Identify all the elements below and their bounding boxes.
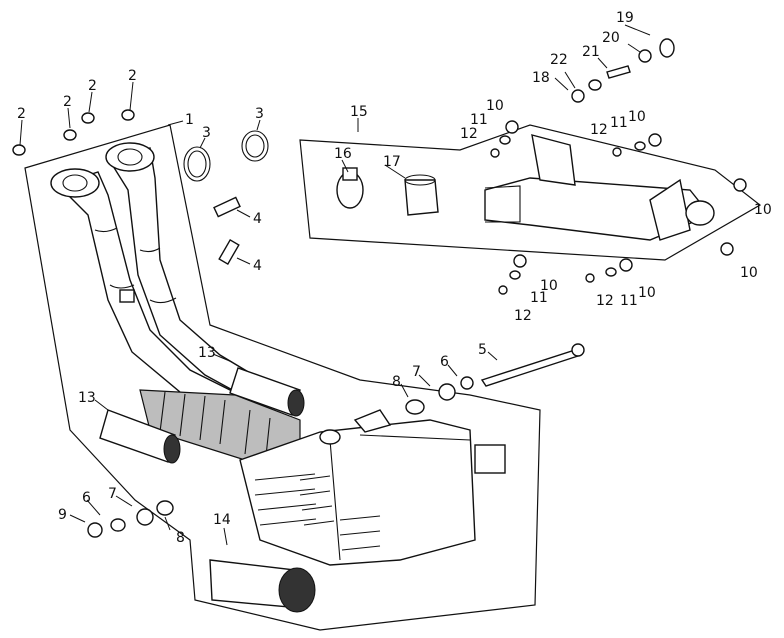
callout-12: 12 <box>596 293 614 309</box>
sleeve-17 <box>404 174 439 216</box>
clamp-16 <box>336 167 364 209</box>
callout-7: 7 <box>412 364 421 380</box>
callout-10: 10 <box>628 109 646 125</box>
callout-22: 22 <box>550 52 568 68</box>
callout-11: 11 <box>620 293 638 309</box>
main-assembly-frame <box>24 124 541 631</box>
mount-bolt-set-upper <box>405 343 585 415</box>
callout-16: 16 <box>334 146 352 162</box>
callout-5: 5 <box>478 342 487 358</box>
callout-12: 12 <box>514 308 532 324</box>
nuts-2 <box>12 109 135 156</box>
callout-13: 13 <box>78 390 96 406</box>
rear-silencer <box>484 134 715 241</box>
callout-11: 11 <box>610 115 628 131</box>
callout-10: 10 <box>486 98 504 114</box>
callout-2: 2 <box>63 94 72 110</box>
sensors-4 <box>213 196 241 265</box>
callout-7: 7 <box>108 486 117 502</box>
callout-21: 21 <box>582 44 600 60</box>
callout-8: 8 <box>392 374 401 390</box>
callout-6: 6 <box>440 354 449 370</box>
callout-20: 20 <box>602 30 620 46</box>
callout-13: 13 <box>198 345 216 361</box>
callout-9: 9 <box>58 507 67 523</box>
callout-11: 11 <box>530 290 548 306</box>
callout-12: 12 <box>590 122 608 138</box>
callout-18: 18 <box>532 70 550 86</box>
callout-8: 8 <box>176 530 185 546</box>
upper-hardware-18-22 <box>571 38 675 103</box>
callout-2: 2 <box>17 106 26 122</box>
callout-15: 15 <box>350 104 368 120</box>
callout-3: 3 <box>255 106 264 122</box>
callout-2: 2 <box>88 78 97 94</box>
callout-10: 10 <box>754 202 772 218</box>
main-silencer-body <box>239 409 506 566</box>
heat-shield-13-lower <box>99 409 181 464</box>
callout-labels: 1 2 2 2 2 3 3 4 4 5 6 7 8 6 7 8 9 13 13 … <box>17 10 772 546</box>
silencer-hardware <box>490 120 747 295</box>
leader-lines <box>19 24 651 546</box>
callout-10: 10 <box>540 278 558 294</box>
callout-4: 4 <box>253 211 262 227</box>
callout-11: 11 <box>470 112 488 128</box>
callout-17: 17 <box>383 154 401 170</box>
callout-1: 1 <box>185 112 194 128</box>
callout-2: 2 <box>128 68 137 84</box>
end-cap-14 <box>209 559 316 613</box>
callout-10: 10 <box>740 265 758 281</box>
callout-3: 3 <box>202 125 211 141</box>
callout-10: 10 <box>638 285 656 301</box>
callout-12: 12 <box>460 126 478 142</box>
gaskets-3 <box>183 130 269 182</box>
mount-bolt-set-lower <box>87 500 174 538</box>
heat-shield-13-upper <box>229 367 305 417</box>
header-pipes <box>50 142 271 416</box>
callout-19: 19 <box>616 10 634 26</box>
callout-6: 6 <box>82 490 91 506</box>
callout-14: 14 <box>213 512 231 528</box>
callout-4: 4 <box>253 258 262 274</box>
